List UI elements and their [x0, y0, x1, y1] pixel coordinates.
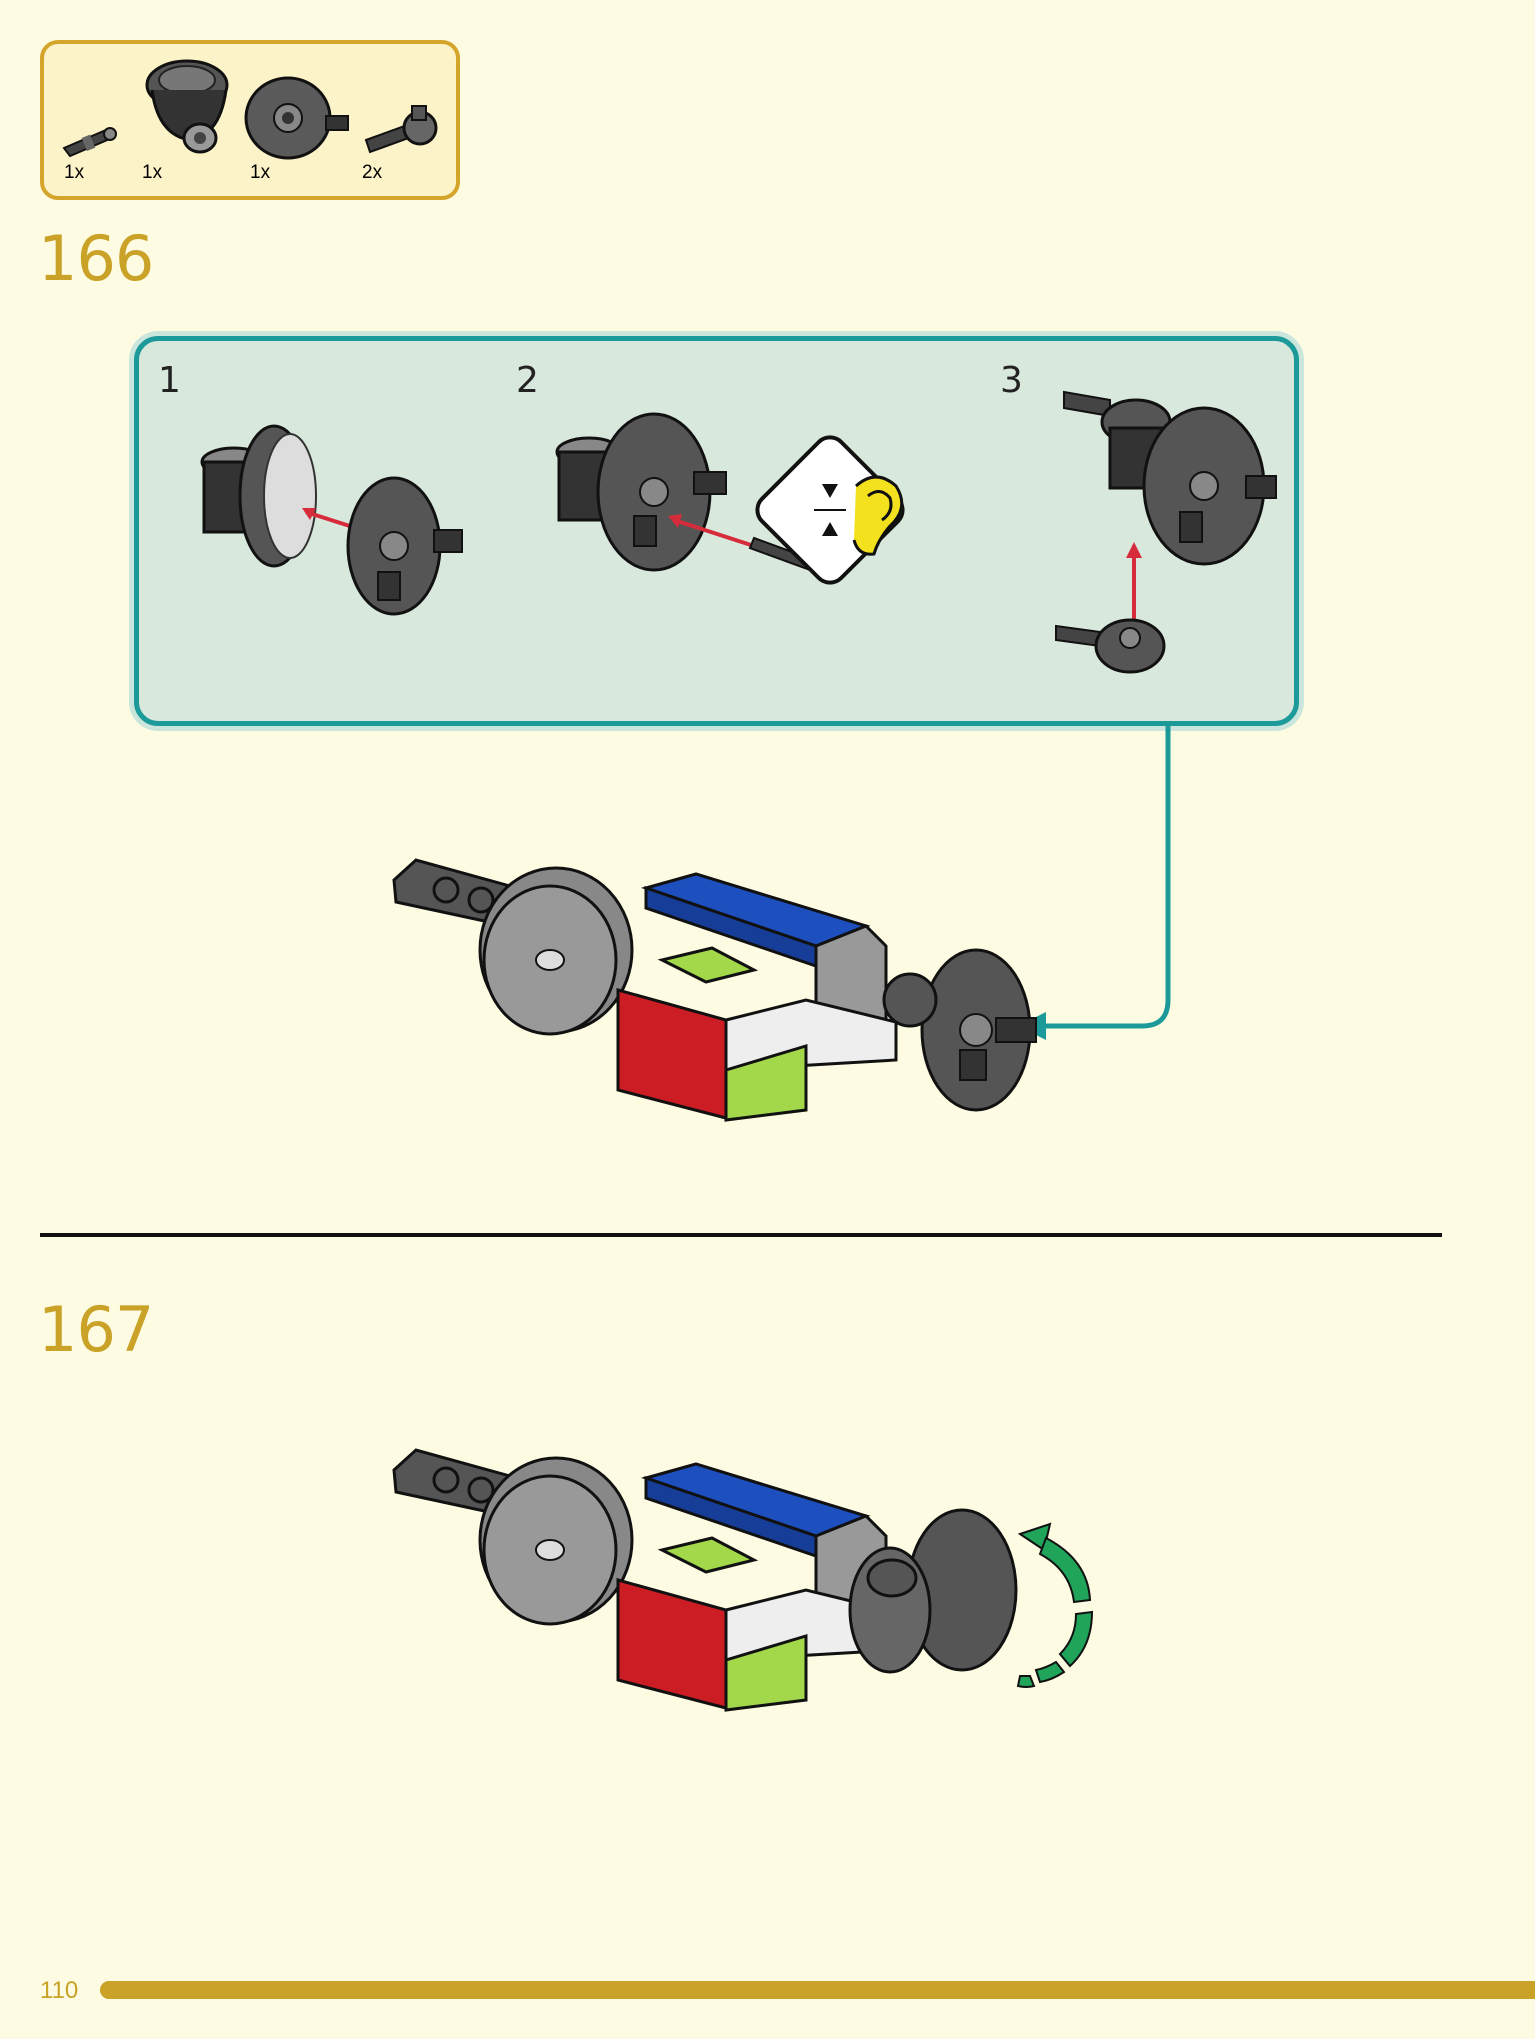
step-divider: [40, 1233, 1442, 1237]
qty-label: 1x: [64, 162, 85, 183]
page-progress-bar: [100, 1981, 1535, 1999]
substep-illustrations: [200, 390, 1277, 674]
qty-label: 1x: [142, 162, 163, 183]
axle-connector-icon: [364, 105, 438, 154]
substep-3-assembly: [1055, 390, 1277, 674]
substep-number: 2: [516, 360, 539, 401]
listen-for-click-icon: [755, 435, 905, 585]
qty-label: 1x: [250, 162, 271, 183]
substep-number: 3: [1000, 360, 1023, 401]
axle-pin-icon: [62, 127, 117, 158]
step-number: 166: [38, 222, 154, 295]
step-number: 167: [38, 1293, 154, 1366]
parts-list-illustrations: 1x 1x 1x 2x: [62, 59, 438, 183]
model-illustration: [392, 1448, 1018, 1712]
turntable-disc-icon: [244, 76, 349, 160]
page-number: 110: [40, 1977, 79, 2004]
substep-number: 1: [158, 360, 181, 401]
rotate-arrow-icon: [1016, 1522, 1094, 1688]
substep-1-assembly: [200, 424, 463, 616]
turntable-base-icon: [145, 59, 229, 154]
model-illustration: [392, 858, 1037, 1122]
qty-label: 2x: [362, 162, 383, 183]
